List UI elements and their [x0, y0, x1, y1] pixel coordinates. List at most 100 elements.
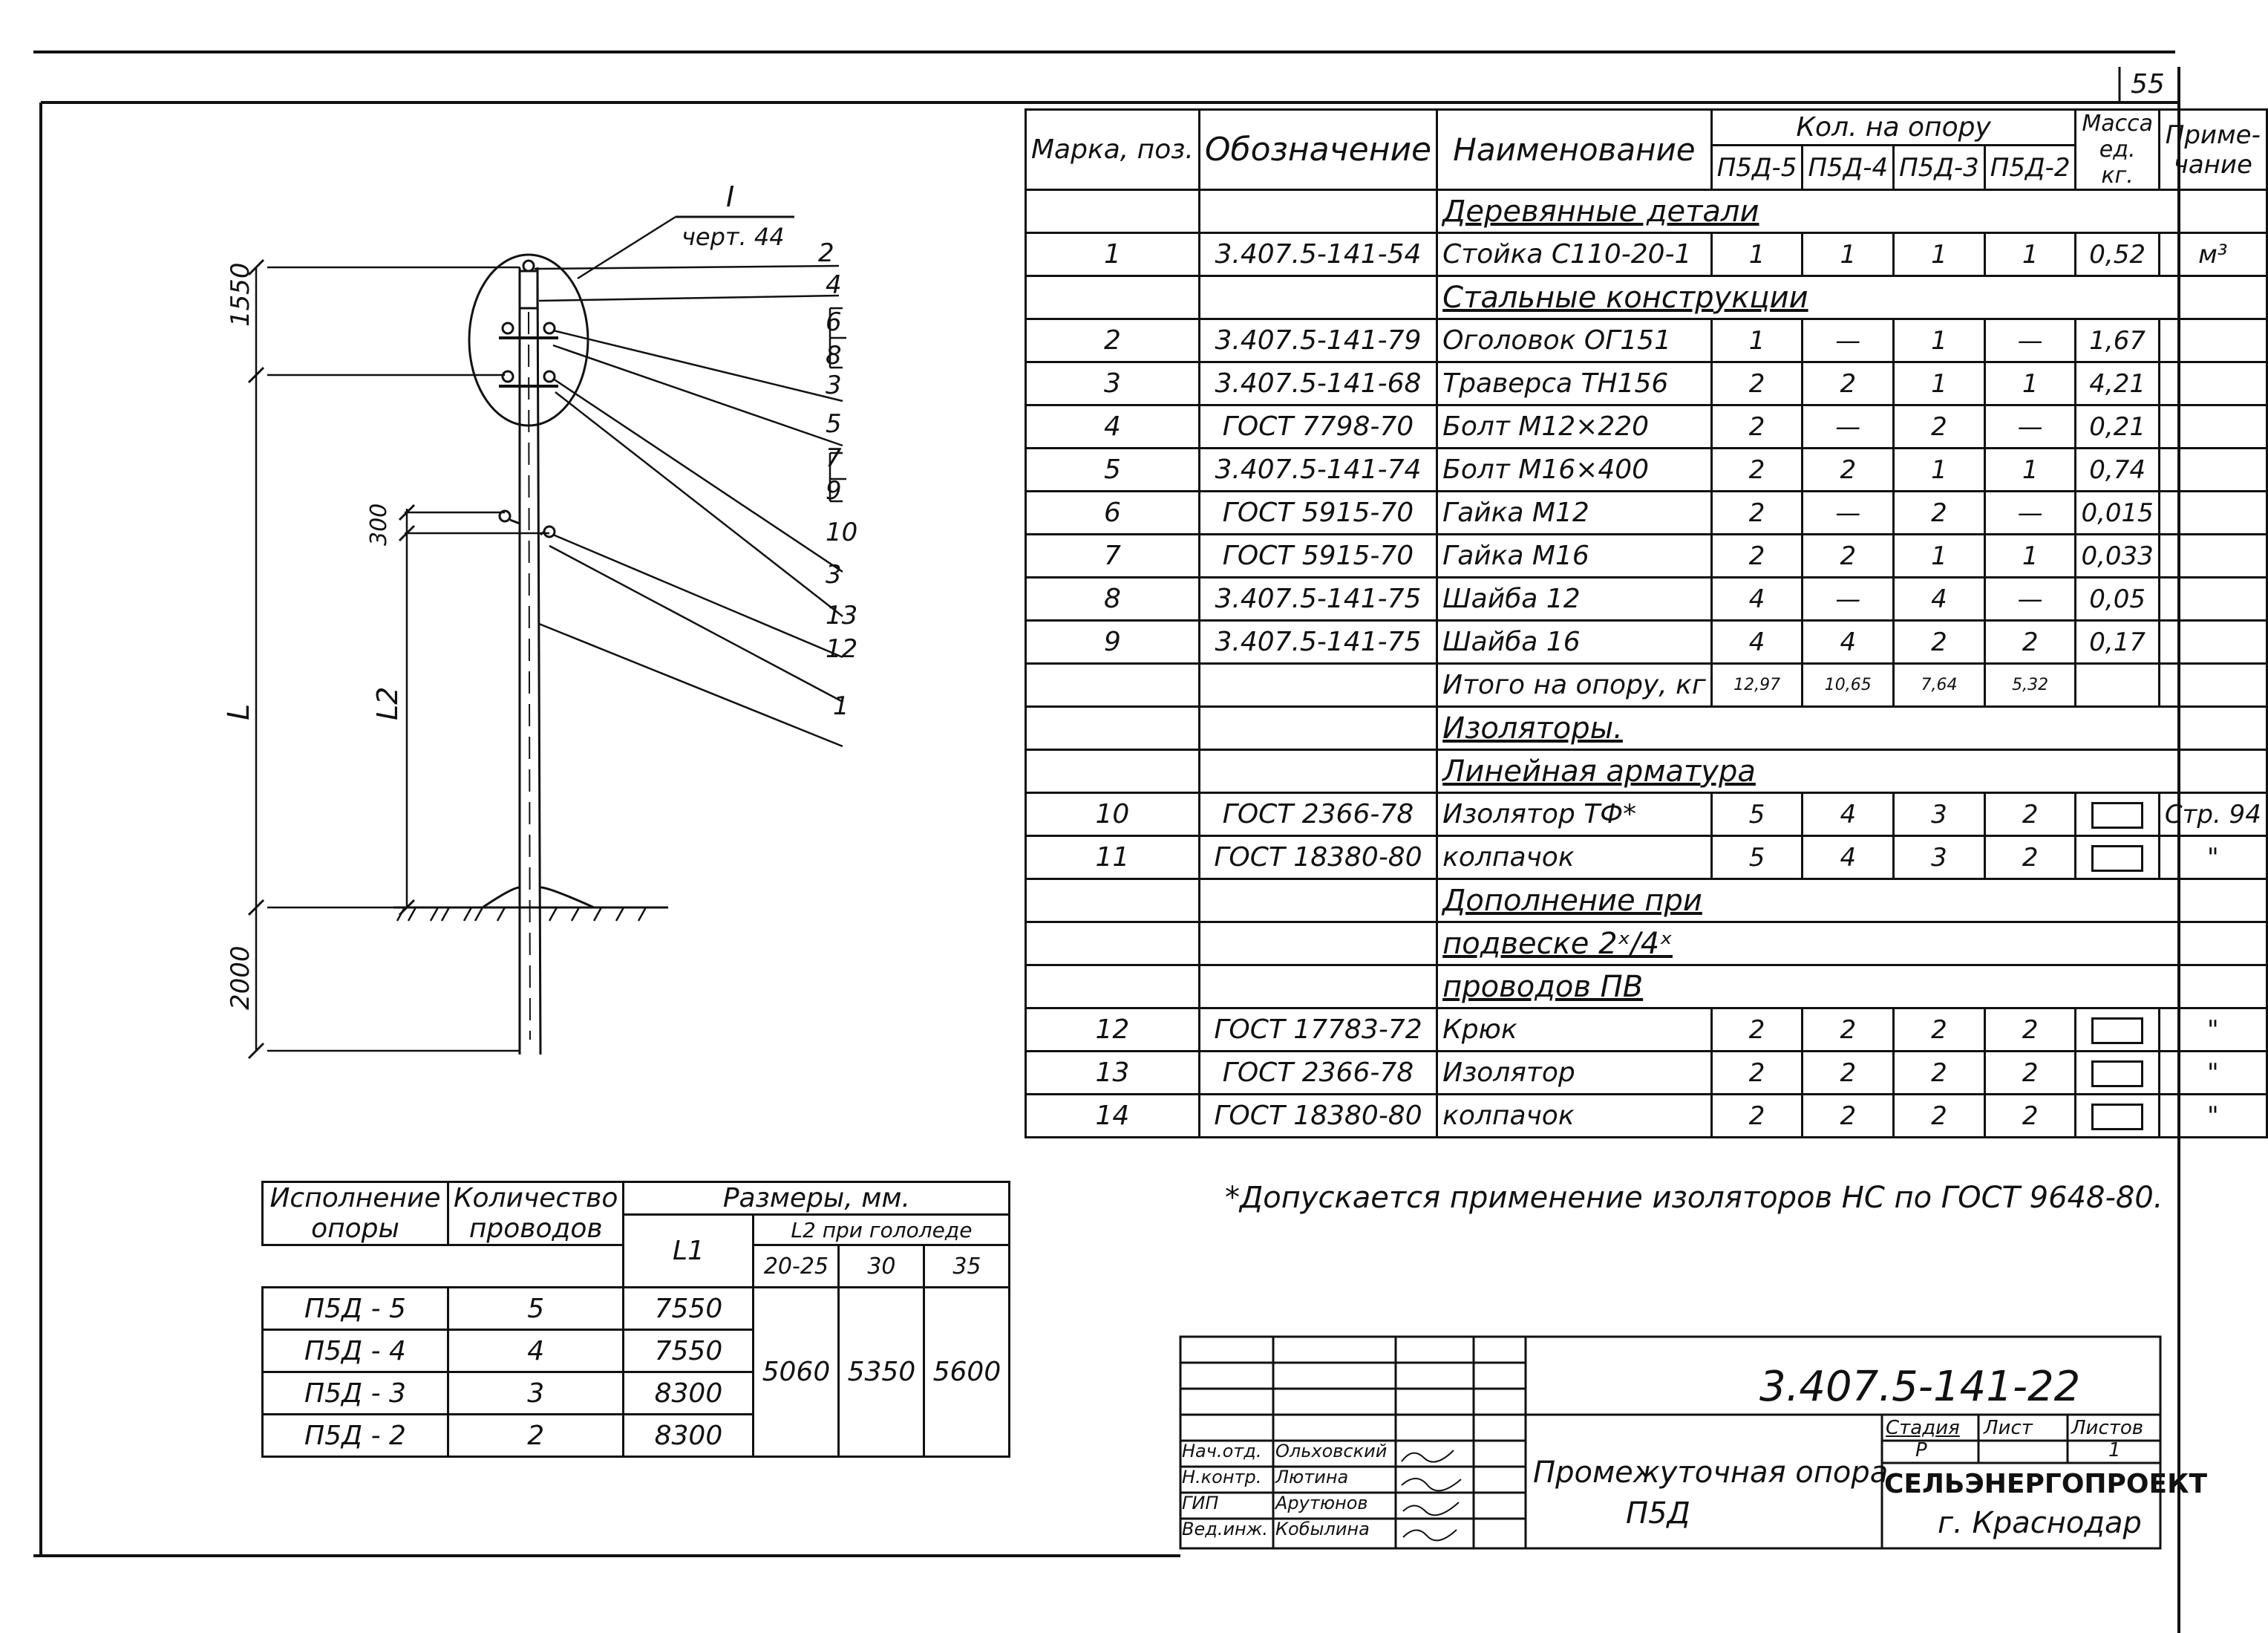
size-L2-30: 5350 [837, 1286, 926, 1458]
spec-name: Изолятор ТФ* [1436, 792, 1713, 837]
spec-qty: 3 [1892, 835, 1986, 880]
th-note: Приме-чание [2157, 108, 2268, 191]
spec-qty: 2 [1710, 533, 1804, 578]
spec-note [2157, 662, 2268, 708]
spec-total-qty: 5,32 [1983, 662, 2077, 708]
spec-section: проводов ПВ [1436, 964, 2268, 1009]
name-4: Кобылина [1275, 1519, 1370, 1539]
spec-pos [1024, 662, 1200, 708]
doc-code: 3.407.5-141-22 [1759, 1363, 2081, 1411]
spec-qty: 2 [1892, 404, 1986, 449]
spec-pos: 1 [1024, 232, 1200, 277]
spec-note: м³ [2157, 232, 2268, 277]
spec-name: Крюк [1436, 1007, 1713, 1052]
spec-qty: 1 [1983, 361, 2077, 406]
spec-qty: 2 [1801, 361, 1895, 406]
spec-row: Изоляторы. [1024, 705, 2268, 751]
spec-section: Изоляторы. [1436, 705, 2268, 751]
spec-qty: 2 [1892, 1050, 1986, 1095]
th-ice-3: 35 [923, 1244, 1011, 1288]
spec-qty: 2 [1983, 1050, 2077, 1095]
th-qty-1: П5Д-5 [1710, 144, 1804, 191]
spec-des: ГОСТ 5915-70 [1197, 533, 1439, 578]
spec-section: Дополнение при [1436, 878, 2268, 923]
spec-qty: — [1801, 318, 1895, 363]
spec-pos: 6 [1024, 490, 1200, 535]
footnote: *Допускается применение изоляторов НС по… [1225, 1181, 2163, 1215]
spec-des: 3.407.5-141-68 [1197, 361, 1439, 406]
spec-qty: 2 [1801, 447, 1895, 492]
spec-note: Стр. 94 [2157, 792, 2268, 837]
mass-box [2091, 1060, 2144, 1087]
leaders [534, 264, 846, 748]
spec-qty: 2 [1892, 1007, 1986, 1052]
size-exec-2: П5Д - 4 [261, 1329, 449, 1373]
mass-box [2091, 1017, 2144, 1044]
signatures [1401, 1450, 1462, 1542]
spec-note [2157, 318, 2268, 363]
spec-qty: 1 [1983, 533, 2077, 578]
spec-qty: 2 [1983, 1007, 2077, 1052]
spec-name: колпачок [1436, 1093, 1713, 1138]
spec-note [2157, 490, 2268, 535]
spec-pos: 7 [1024, 533, 1200, 578]
spec-mass: 0,17 [2074, 619, 2160, 665]
leader-3a: 3 [826, 371, 842, 400]
spec-des [1197, 921, 1439, 966]
spec-total: Итого на опору, кг [1436, 662, 1713, 708]
spec-qty: 4 [1801, 835, 1895, 880]
spec-qty: 1 [1710, 232, 1804, 277]
spec-qty: 1 [1983, 232, 2077, 277]
sheet-label: Лист [1984, 1417, 2033, 1439]
stage-value: Р [1915, 1439, 1927, 1461]
spec-mass: 0,015 [2074, 490, 2160, 535]
th-name: Наименование [1436, 108, 1713, 191]
spec-qty: 2 [1801, 1007, 1895, 1052]
spec-des: 3.407.5-141-79 [1197, 318, 1439, 363]
spec-row: Дополнение при [1024, 878, 2268, 923]
spec-note: " [2157, 835, 2268, 880]
spec-row: Деревянные детали [1024, 189, 2268, 234]
spec-mass: 1,67 [2074, 318, 2160, 363]
spec-total-qty: 12,97 [1710, 662, 1804, 708]
leader-1: 1 [833, 691, 849, 721]
spec-name: Оголовок ОГ151 [1436, 318, 1713, 363]
spec-name: Болт М12×220 [1436, 404, 1713, 449]
spec-qty: 2 [1892, 619, 1986, 665]
spec-des: ГОСТ 2366-78 [1197, 792, 1439, 837]
spec-qty: 2 [1710, 490, 1804, 535]
th-qty-2: П5Д-4 [1801, 144, 1895, 191]
spec-qty: — [1983, 404, 2077, 449]
spec-mass: 0,52 [2074, 232, 2160, 277]
dimensions [247, 258, 549, 1060]
spec-qty: 4 [1892, 576, 1986, 622]
spec-section: Деревянные детали [1436, 189, 2268, 234]
spec-pos: 13 [1024, 1050, 1200, 1095]
role-2: Н.контр. [1182, 1467, 1262, 1487]
spec-des [1197, 878, 1439, 923]
th-qty-3: П5Д-3 [1892, 144, 1986, 191]
spec-pos: 9 [1024, 619, 1200, 665]
spec-total-qty: 10,65 [1801, 662, 1895, 708]
spec-row: Линейная арматура [1024, 749, 2268, 794]
pole-drawing [393, 253, 668, 1055]
role-3: ГИП [1182, 1493, 1219, 1513]
spec-des: 3.407.5-141-75 [1197, 576, 1439, 622]
page-number: 55 [2131, 69, 2165, 100]
th-sizes: Размеры, мм. [622, 1181, 1011, 1216]
spec-qty: — [1801, 576, 1895, 622]
name-2: Лютина [1275, 1467, 1349, 1487]
spec-qty: 2 [1710, 447, 1804, 492]
spec-pos [1024, 921, 1200, 966]
spec-name: колпачок [1436, 835, 1713, 880]
spec-name: Стойка С110-20-1 [1436, 232, 1713, 277]
spec-qty: 3 [1892, 792, 1986, 837]
spec-mass [2074, 792, 2160, 837]
spec-des: 3.407.5-141-75 [1197, 619, 1439, 665]
